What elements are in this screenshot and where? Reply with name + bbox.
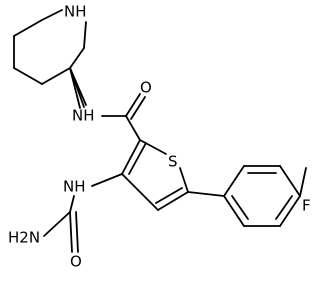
bond — [275, 195, 293, 220]
bond — [13, 67, 43, 85]
bond — [43, 211, 71, 237]
bond — [125, 115, 141, 141]
bond — [299, 167, 307, 197]
fluorine-label: F — [302, 197, 311, 215]
bond — [231, 195, 249, 220]
stereo-wedge-bond — [69, 67, 87, 109]
bond — [130, 96, 146, 120]
bond — [75, 211, 79, 253]
bond — [83, 21, 87, 49]
amide-nh-label: NH — [72, 107, 95, 125]
bond — [91, 173, 123, 187]
thiophene-sulfur-label: S — [168, 153, 178, 171]
piperidine-ring — [13, 9, 87, 85]
bond — [69, 47, 85, 69]
amide-oxygen-label: O — [140, 79, 152, 97]
atom-labels: NH NH O S NH H2N O F — [8, 3, 311, 271]
bond — [41, 67, 71, 85]
bond — [69, 195, 75, 213]
bond — [279, 165, 301, 197]
bond — [187, 191, 225, 197]
skeleton-bonds — [43, 93, 307, 253]
urea-nh-label: NH — [63, 178, 86, 196]
bond — [139, 139, 167, 155]
bond — [279, 195, 301, 227]
bond — [41, 9, 63, 21]
bond — [69, 67, 85, 108]
bond — [121, 139, 141, 175]
bond — [155, 187, 183, 204]
urea-oxygen-label: O — [70, 253, 82, 271]
bond — [157, 191, 189, 211]
urea-amine-label: H2N — [8, 229, 40, 247]
piperidine-nh-label: NH — [64, 3, 87, 21]
bond — [69, 211, 73, 253]
bond — [223, 165, 245, 197]
bond — [128, 142, 147, 175]
bond — [13, 19, 43, 37]
bond — [125, 93, 141, 117]
bond — [121, 173, 159, 211]
bond — [223, 195, 245, 227]
bond — [179, 167, 189, 193]
